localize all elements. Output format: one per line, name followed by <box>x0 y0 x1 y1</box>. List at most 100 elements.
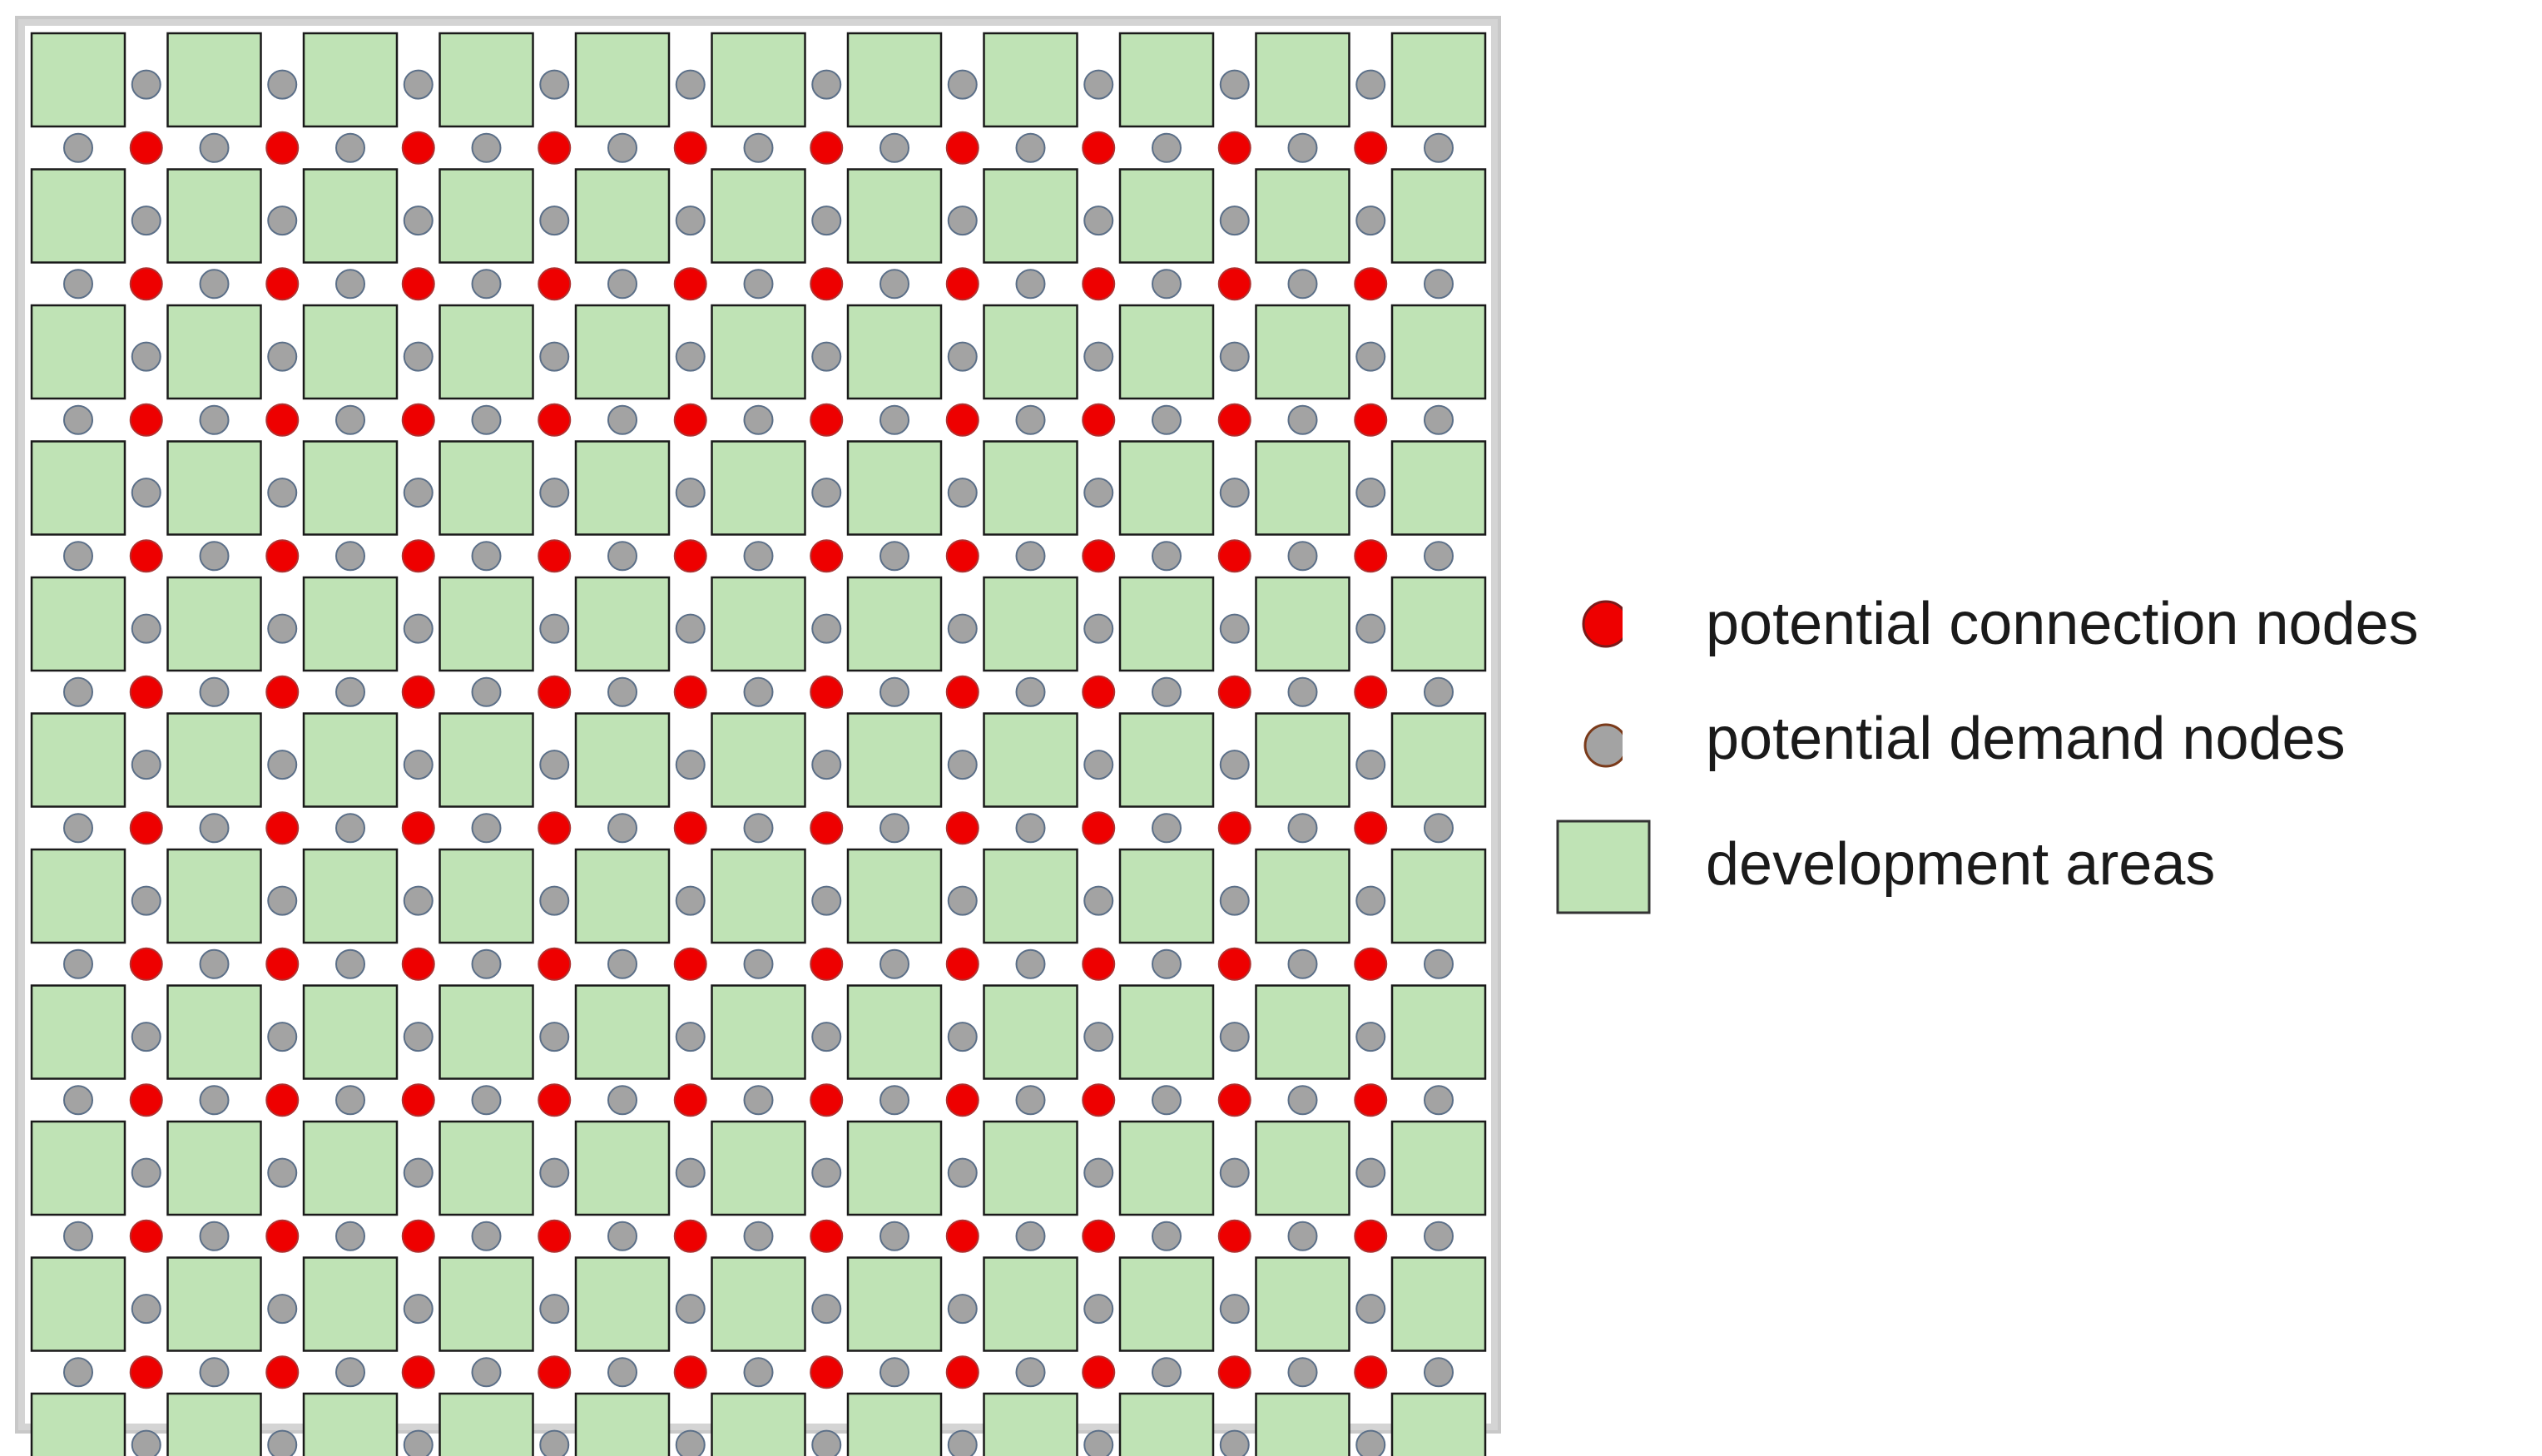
development-area <box>302 1392 399 1456</box>
development-area <box>30 576 126 672</box>
demand-node <box>607 948 637 979</box>
demand-node <box>335 541 365 572</box>
demand-node <box>1355 1429 1386 1456</box>
demand-node <box>539 341 570 372</box>
demand-node <box>1015 132 1046 163</box>
demand-node <box>1219 206 1250 236</box>
demand-node <box>199 948 230 979</box>
demand-node <box>880 1085 909 1116</box>
demand-node <box>1219 1157 1250 1188</box>
connection-node <box>265 539 300 573</box>
connection-node <box>265 675 300 709</box>
demand-node <box>471 132 502 163</box>
demand-node <box>131 1294 161 1325</box>
demand-node <box>675 1157 706 1188</box>
demand-node <box>675 885 706 916</box>
demand-node <box>947 206 978 236</box>
connection-node <box>401 1219 435 1253</box>
development-area <box>846 440 943 536</box>
development-area <box>30 168 126 264</box>
demand-node <box>1083 885 1114 916</box>
development-area <box>711 304 806 400</box>
demand-node <box>607 1221 637 1251</box>
development-area <box>574 32 671 128</box>
demand-node <box>675 1429 706 1456</box>
demand-node <box>743 1357 774 1388</box>
demand-node <box>471 404 502 435</box>
development-area <box>983 168 1078 264</box>
connection-node <box>1354 1083 1388 1117</box>
demand-node <box>63 1085 93 1116</box>
demand-node <box>1219 341 1250 372</box>
connection-node <box>673 947 707 981</box>
demand-node <box>811 750 842 780</box>
demand-node <box>1083 478 1114 508</box>
demand-node <box>539 206 570 236</box>
development-area <box>1390 848 1487 944</box>
connection-node <box>810 947 844 981</box>
development-area <box>1255 168 1350 264</box>
connection-node <box>673 403 707 437</box>
connection-node <box>538 539 572 573</box>
demand-node <box>131 613 161 644</box>
development-area <box>439 576 534 672</box>
demand-node <box>539 1022 570 1052</box>
demand-node <box>1219 1429 1250 1456</box>
demand-node <box>947 885 978 916</box>
development-area <box>439 848 534 944</box>
demand-node <box>539 1294 570 1325</box>
connection-node <box>673 811 707 845</box>
demand-node <box>403 206 434 236</box>
demand-node <box>63 1221 93 1251</box>
development-area <box>166 168 262 264</box>
demand-node <box>267 613 298 644</box>
connection-node <box>673 267 707 301</box>
demand-node <box>1355 1294 1386 1325</box>
demand-node <box>267 750 298 780</box>
connection-node <box>401 267 435 301</box>
connection-node <box>945 1219 979 1253</box>
connection-node <box>129 675 163 709</box>
demand-node <box>675 206 706 236</box>
development-area <box>983 304 1078 400</box>
connection-node <box>1217 811 1251 845</box>
demand-node <box>1152 948 1182 979</box>
connection-node <box>129 811 163 845</box>
demand-node <box>1015 1357 1046 1388</box>
connection-node <box>810 811 844 845</box>
demand-node <box>267 1022 298 1052</box>
demand-node <box>199 1357 230 1388</box>
demand-node <box>811 885 842 916</box>
demand-node <box>1015 269 1046 300</box>
connection-node <box>673 1355 707 1389</box>
connection-node <box>1354 1355 1388 1389</box>
demand-node <box>131 1022 161 1052</box>
connection-node <box>1354 403 1388 437</box>
connection-node <box>1082 675 1116 709</box>
development-area <box>983 440 1078 536</box>
demand-node <box>471 676 502 707</box>
development-area <box>1390 712 1487 808</box>
demand-node <box>267 478 298 508</box>
development-area <box>439 1392 534 1456</box>
development-area <box>439 1120 534 1216</box>
demand-node <box>743 948 774 979</box>
development-area <box>1118 576 1215 672</box>
demand-node <box>607 1357 637 1388</box>
demand-node <box>335 132 365 163</box>
green-square-icon <box>1556 820 1651 914</box>
connection-node <box>265 267 300 301</box>
demand-node <box>880 948 909 979</box>
connection-node <box>538 267 572 301</box>
connection-node <box>1082 947 1116 981</box>
demand-node <box>539 750 570 780</box>
connection-node <box>538 131 572 165</box>
development-area <box>846 1120 943 1216</box>
connection-node <box>401 539 435 573</box>
demand-node <box>1355 478 1386 508</box>
demand-node <box>607 541 637 572</box>
connection-node <box>810 1083 844 1117</box>
demand-node <box>675 341 706 372</box>
development-area <box>1118 712 1215 808</box>
demand-node <box>199 813 230 844</box>
